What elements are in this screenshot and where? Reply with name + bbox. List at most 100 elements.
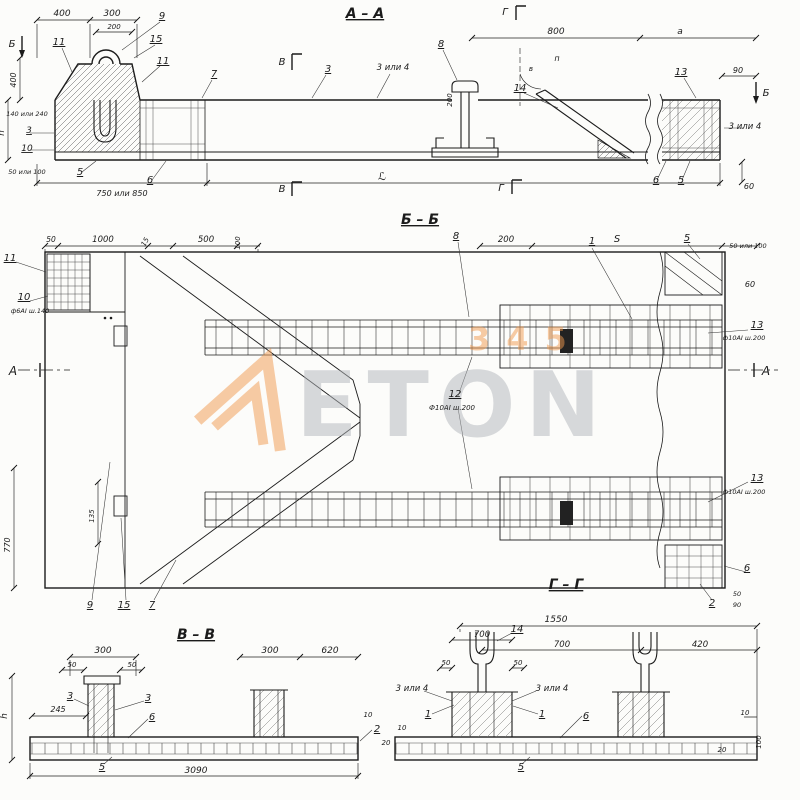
dim-label: 3 или 4 (377, 63, 410, 73)
vv-upstand2-bars (259, 690, 279, 737)
vv-slab-rebar (30, 742, 358, 755)
section-mark-b: Б (9, 39, 16, 50)
callout-6: 6 (744, 563, 750, 574)
callout-7: 7 (211, 69, 218, 80)
angle-arc (519, 73, 542, 90)
dim-label: 50 (514, 659, 523, 667)
callout-2: 2 (709, 598, 715, 609)
dim-label: 200 (498, 235, 514, 245)
dim-label: 300 (261, 646, 278, 656)
callout-3: 3 (145, 693, 151, 704)
edge-dot (109, 316, 113, 320)
dim-label: 1550 (545, 615, 568, 625)
dim-label: 10 (741, 709, 750, 717)
gg-dim-ticks (436, 622, 761, 672)
dim-label: 500 (198, 235, 214, 245)
dim-label: 3 или 4 (396, 684, 429, 694)
dim-label: 100 (755, 735, 763, 749)
bb-right-break (656, 251, 664, 569)
callout-6: 6 (147, 175, 153, 186)
dim-label: 10 (364, 711, 373, 719)
section-mark-b: Б (763, 88, 770, 99)
callout-1: 1 (589, 236, 595, 247)
callout-8: 8 (438, 39, 444, 50)
edge-plate-upper (113, 325, 128, 347)
bb-corner-mesh-br (664, 544, 723, 589)
dim-label: 700 (474, 630, 490, 640)
dim-label: 1000 (92, 235, 114, 245)
rebar-band-upper (204, 319, 722, 356)
dim-label: 20 (382, 739, 391, 747)
dim-label: 300 (94, 646, 111, 656)
gg-dim-lines (440, 625, 758, 737)
dim-label: 50 или 100 (729, 242, 766, 250)
anchor-plate-upper (560, 329, 573, 353)
dim-label: 700 (554, 640, 570, 650)
callout-7: 7 (149, 600, 156, 611)
dim-label: h (0, 713, 10, 719)
gg-ped2-hatch (618, 692, 664, 737)
callout-9: 9 (159, 11, 165, 22)
aa-rib-mesh (140, 100, 205, 160)
vv-dim-ticks (8, 653, 362, 780)
section-mark-g: Г (502, 7, 509, 18)
callout-6: 6 (149, 712, 155, 723)
bb-corner-gusset (664, 251, 723, 296)
callout-11: 11 (53, 37, 66, 48)
callout-6: 6 (583, 711, 589, 722)
dim-label: ℒ (378, 170, 386, 183)
dim-label: S (614, 234, 621, 245)
gg-ped2-bars (632, 692, 650, 737)
fork-anchor-1 (469, 632, 495, 692)
dim-label: 3 или 4 (536, 684, 569, 694)
callout-13: 13 (751, 320, 764, 331)
callout-11: 11 (157, 56, 170, 67)
section-mark-v: В (279, 57, 286, 68)
callout-3: 3 (325, 64, 331, 75)
dim-label: 800 (547, 27, 564, 37)
dim-label: 135 (88, 509, 96, 523)
bb-dim-lines (13, 245, 757, 588)
dim-label: в (529, 65, 533, 73)
dim-label: 3090 (185, 766, 208, 776)
edge-plate-lower (113, 495, 128, 517)
callout-14: 14 (511, 624, 524, 635)
dim-label: п (554, 54, 559, 63)
bb-corner-bound (45, 254, 125, 313)
aa-left-block-hatch (55, 100, 140, 152)
aa-panel-outline (54, 63, 721, 161)
aa-right-block-hatch (662, 100, 720, 160)
section-gg-drawing (394, 622, 761, 765)
t-anchor (431, 80, 499, 158)
bb-leader-lines (15, 241, 749, 601)
callout-10: 10 (21, 144, 33, 154)
callout-5: 5 (684, 233, 690, 244)
dim-label: 400 (53, 9, 70, 19)
callout-14: 14 (514, 83, 527, 94)
callout-11: 11 (4, 253, 17, 264)
dim-label: 90 (733, 66, 743, 75)
gg-pedestal1 (446, 691, 518, 737)
section-vv-drawing (8, 653, 373, 780)
dim-label: 50 (733, 590, 741, 598)
dim-label: 200 (107, 23, 121, 31)
callout-15: 15 (150, 34, 163, 45)
section-title-vv: В – В (177, 627, 215, 643)
cut-mark-lines (21, 5, 757, 196)
vv-leader-lines (73, 698, 373, 765)
dim-label: а (677, 27, 683, 37)
anchor-plate-lower (560, 501, 573, 525)
dim-label: 20 (718, 746, 727, 754)
gg-slab-rebar (395, 742, 757, 755)
dim-label: ф6АI ш.140 (11, 307, 50, 315)
callout-5: 5 (77, 167, 83, 178)
callout-2: 2 (374, 724, 380, 735)
dim-label: 60 (744, 182, 754, 191)
dim-label: 90 (733, 601, 741, 609)
aa-dim-ticks (4, 16, 760, 187)
aa-leader-lines (30, 21, 744, 181)
callout-1: 1 (539, 709, 545, 720)
